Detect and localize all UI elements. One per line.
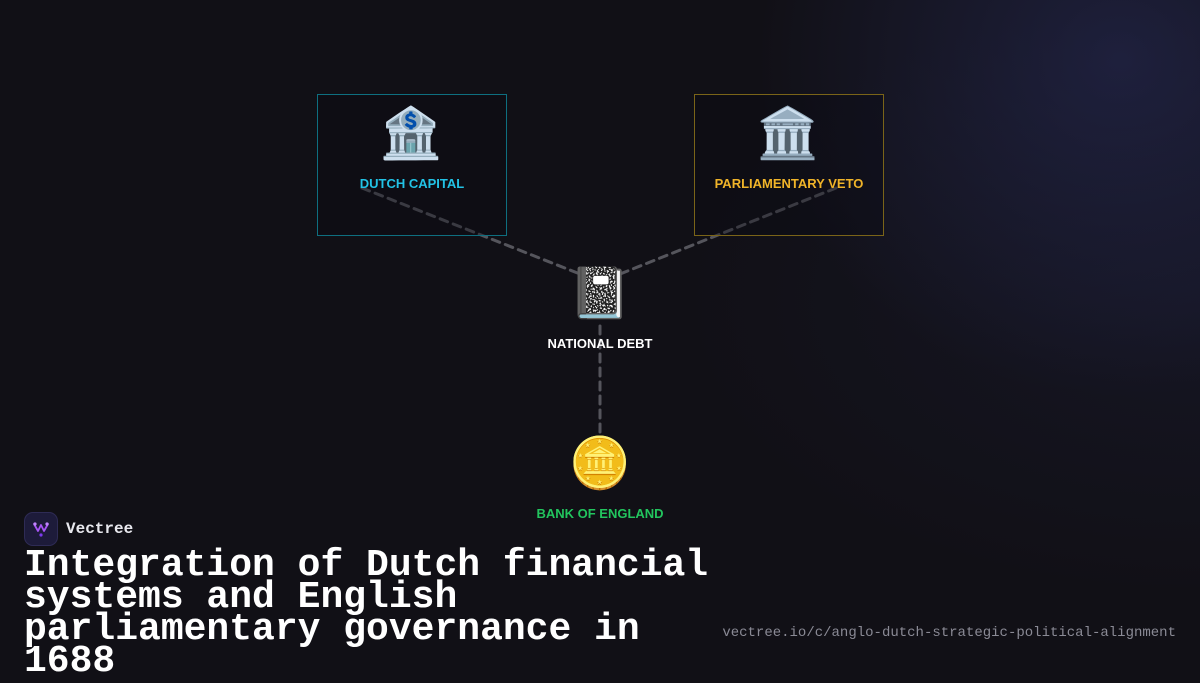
page-title: Integration of Dutch financial systems a…	[24, 544, 709, 683]
node-dutch-capital-label: DUTCH CAPITAL	[359, 176, 465, 191]
bank-icon: 🏦	[379, 104, 443, 162]
notebook-icon: 📓	[568, 264, 632, 322]
edge-dutch-capital-to-national-debt	[360, 186, 582, 276]
brand: Vectree	[24, 512, 133, 546]
node-dutch-capital[interactable]	[317, 94, 507, 236]
classical-building-icon: 🏛️	[756, 104, 820, 162]
coin-icon: 🪙	[568, 434, 632, 492]
node-parliamentary-veto-label: PARLIAMENTARY VETO	[714, 176, 864, 191]
node-bank-of-england-label[interactable]: BANK OF ENGLAND	[536, 506, 664, 521]
brand-name: Vectree	[66, 520, 134, 538]
vectree-logo-icon	[24, 512, 58, 546]
edge-parliamentary-veto-to-national-debt	[618, 186, 838, 276]
source-url[interactable]: vectree.io/c/anglo-dutch-strategic-polit…	[722, 625, 1176, 641]
node-national-debt-label[interactable]: NATIONAL DEBT	[547, 336, 653, 351]
node-parliamentary-veto[interactable]	[694, 94, 884, 236]
